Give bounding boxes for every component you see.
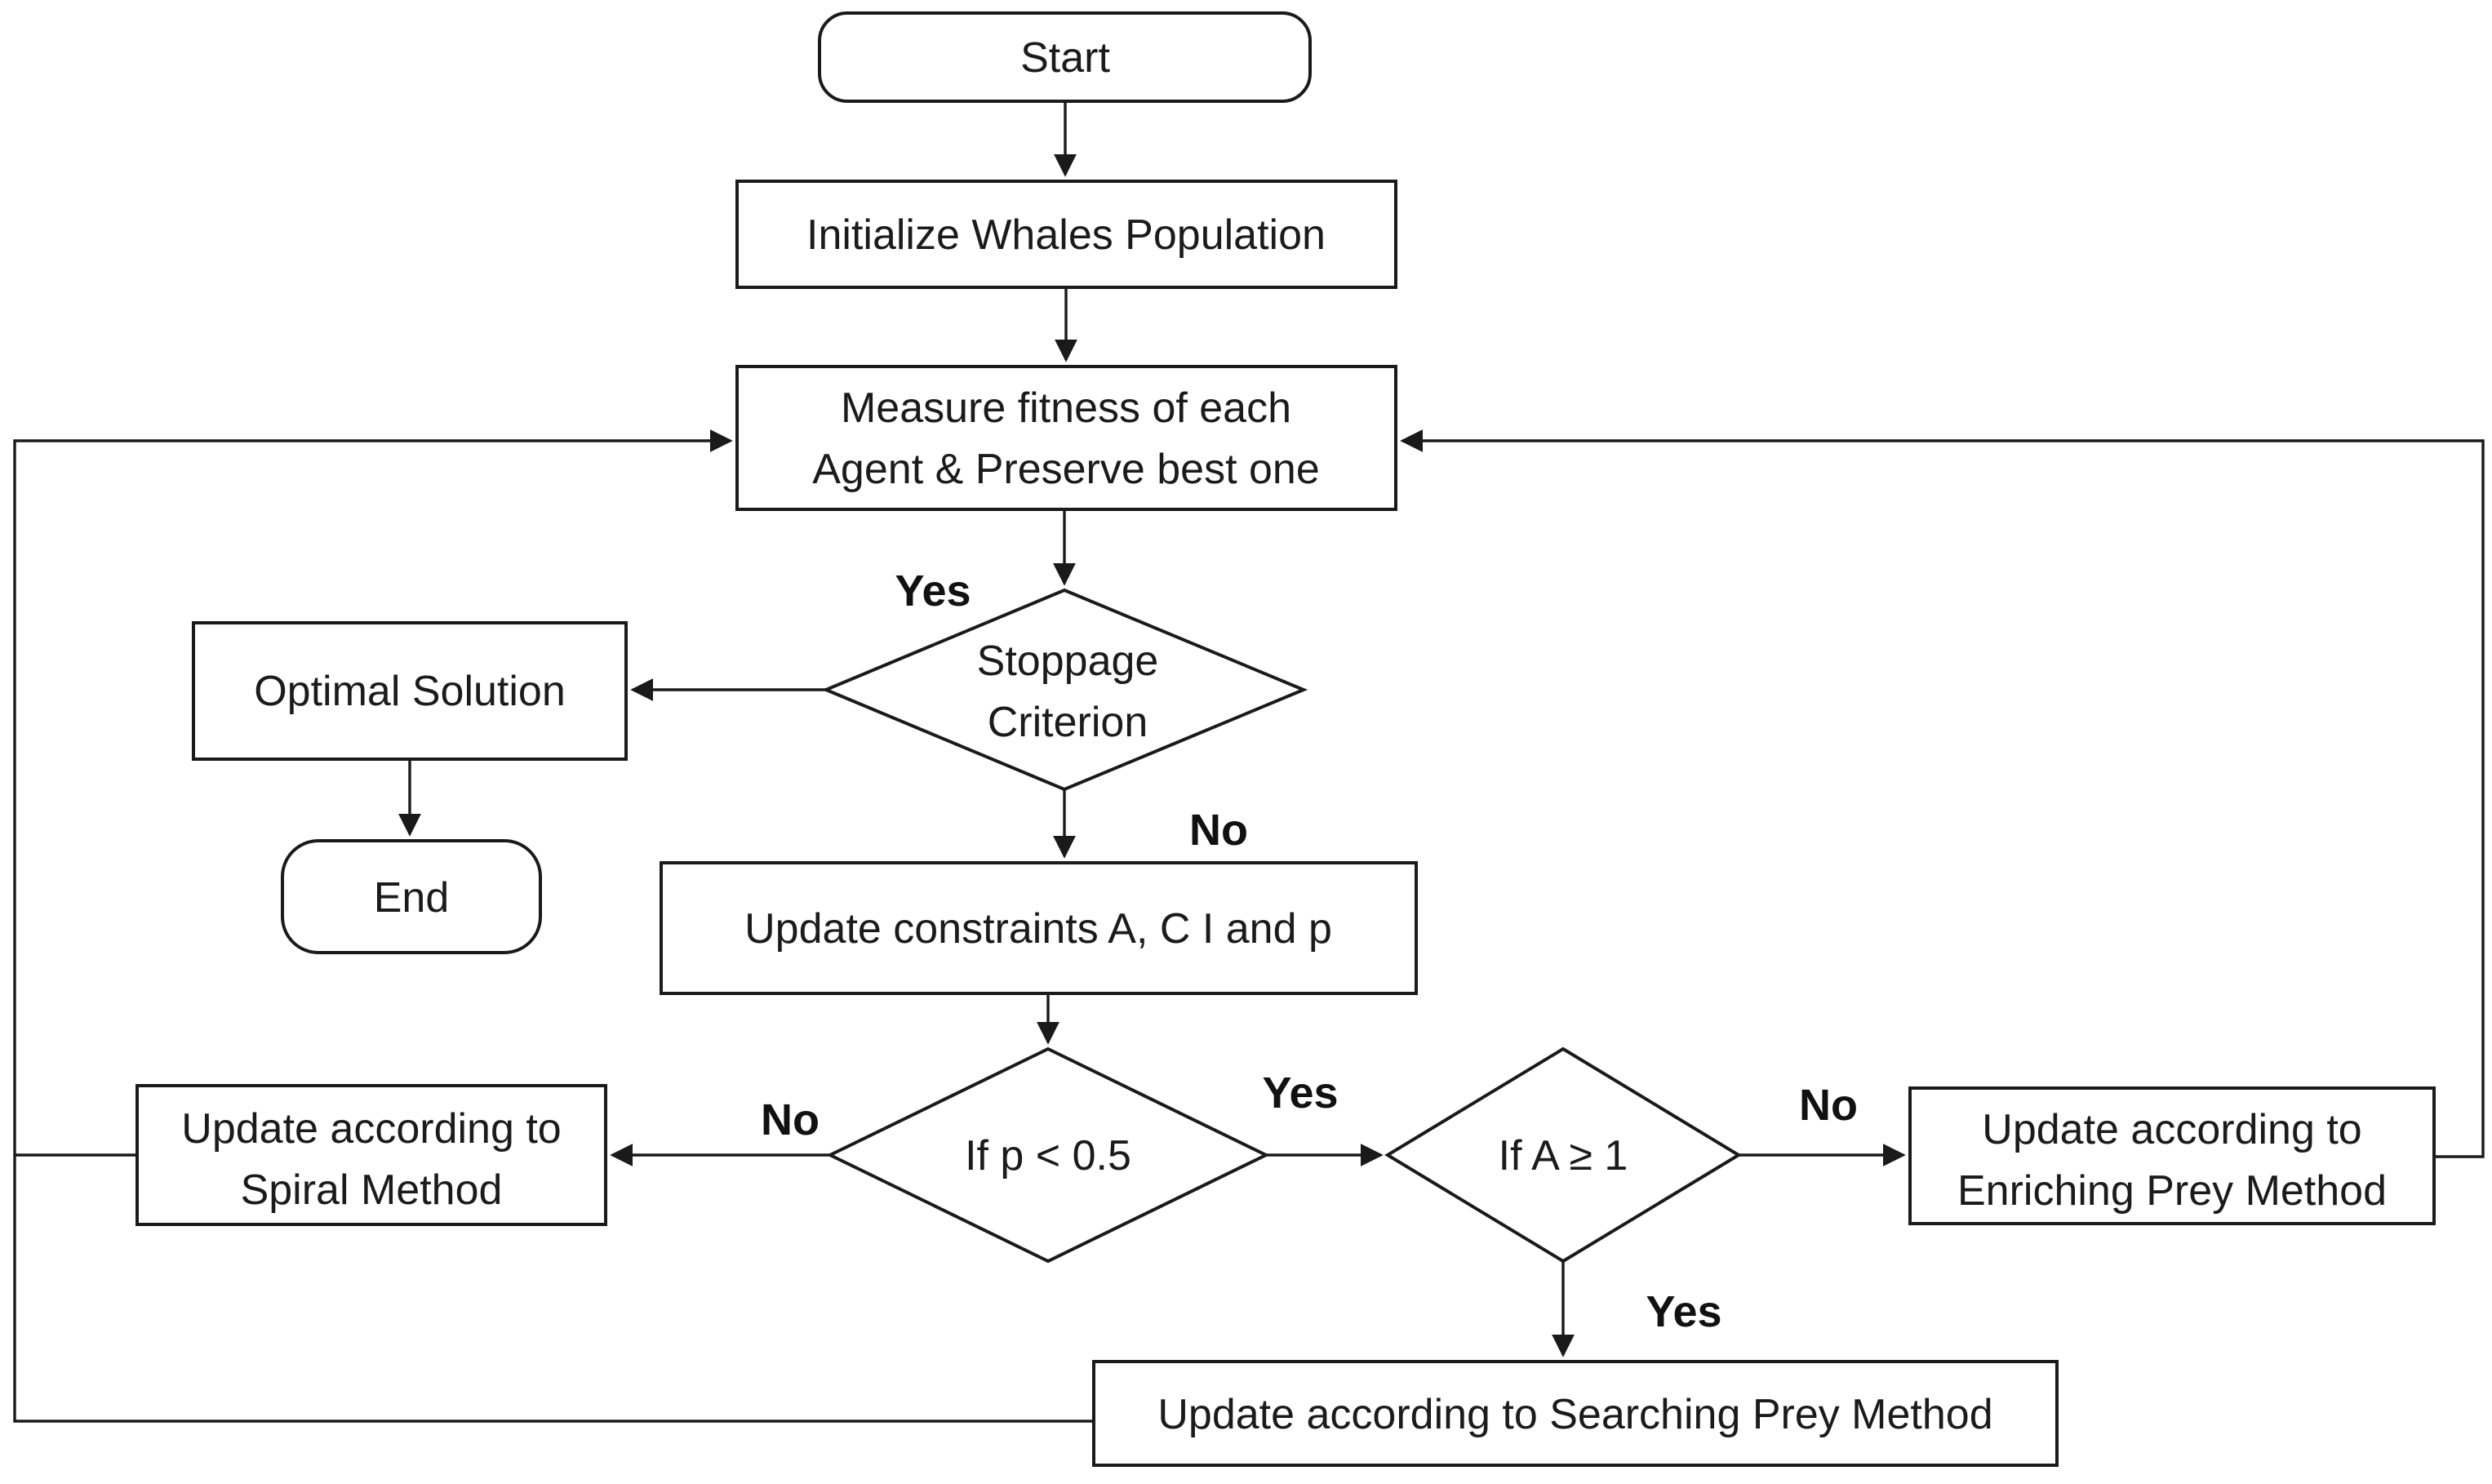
optimal-process-shape: [192, 621, 628, 761]
searching-label: Update according to Searching Prey Metho…: [1157, 1391, 1992, 1438]
end-terminator-shape: [281, 839, 542, 954]
node-optimal-solution: Optimal Solution: [192, 621, 628, 761]
node-enriching-prey-method: Update according to Enriching Prey Metho…: [1908, 1086, 2436, 1225]
node-initialize: Initialize Whales Population: [735, 180, 1397, 289]
enriching-label-line1: Update according to: [1982, 1106, 2361, 1153]
spiral-label-line1: Update according to: [181, 1105, 561, 1153]
node-spiral-method: Update according to Spiral Method: [135, 1084, 607, 1226]
spiral-process-shape: [135, 1084, 607, 1226]
enriching-label-line2: Enriching Prey Method: [1957, 1167, 2387, 1215]
measure-process-shape: [735, 365, 1397, 511]
constraints-process-shape: [660, 861, 1418, 995]
enriching-process-shape: [1908, 1086, 2436, 1225]
searching-process-shape: [1092, 1360, 2059, 1467]
node-measure-fitness: Measure fitness of each Agent & Preserve…: [735, 365, 1397, 511]
node-stoppage-criterion: Stoppage Criterion: [821, 588, 1308, 792]
p-decision-label: If p < 0.5: [965, 1132, 1131, 1180]
branch-label-a-no: No: [1799, 1081, 1858, 1130]
stoppage-decision-shape: [821, 588, 1308, 792]
p-decision-shape: [826, 1046, 1270, 1264]
branch-label-stoppage-no: No: [1189, 806, 1248, 855]
optimal-label: Optimal Solution: [254, 668, 566, 715]
branch-label-p-yes: Yes: [1262, 1069, 1338, 1117]
branch-label-a-yes: Yes: [1646, 1287, 1721, 1336]
stoppage-label-line1: Stoppage: [977, 638, 1159, 685]
stoppage-label-line2: Criterion: [988, 699, 1148, 746]
measure-label-line1: Measure fitness of each: [841, 384, 1291, 432]
node-p-decision: If p < 0.5: [826, 1046, 1270, 1264]
end-label: End: [374, 874, 450, 922]
start-terminator-shape: [818, 11, 1312, 103]
constraints-label: Update constraints A, C I and p: [744, 905, 1332, 953]
spiral-label-line2: Spiral Method: [241, 1166, 503, 1214]
measure-label-line2: Agent & Preserve best one: [812, 446, 1320, 493]
edge-searching-feedback-to-measure: [13, 429, 1094, 1423]
a-decision-shape: [1384, 1046, 1742, 1264]
start-label: Start: [1020, 34, 1110, 82]
node-a-decision: If A ≥ 1: [1384, 1046, 1742, 1264]
node-update-constraints: Update constraints A, C I and p: [660, 861, 1418, 995]
branch-label-stoppage-yes: Yes: [895, 566, 971, 615]
node-start: Start: [818, 11, 1312, 103]
node-end: End: [281, 839, 542, 954]
initialize-process-shape: [735, 180, 1397, 289]
branch-label-p-no: No: [761, 1095, 820, 1144]
initialize-label: Initialize Whales Population: [806, 211, 1326, 259]
a-decision-label: If A ≥ 1: [1499, 1132, 1628, 1180]
edge-enriching-feedback-to-measure: [1400, 429, 2485, 1158]
node-searching-prey-method: Update according to Searching Prey Metho…: [1092, 1360, 2059, 1467]
